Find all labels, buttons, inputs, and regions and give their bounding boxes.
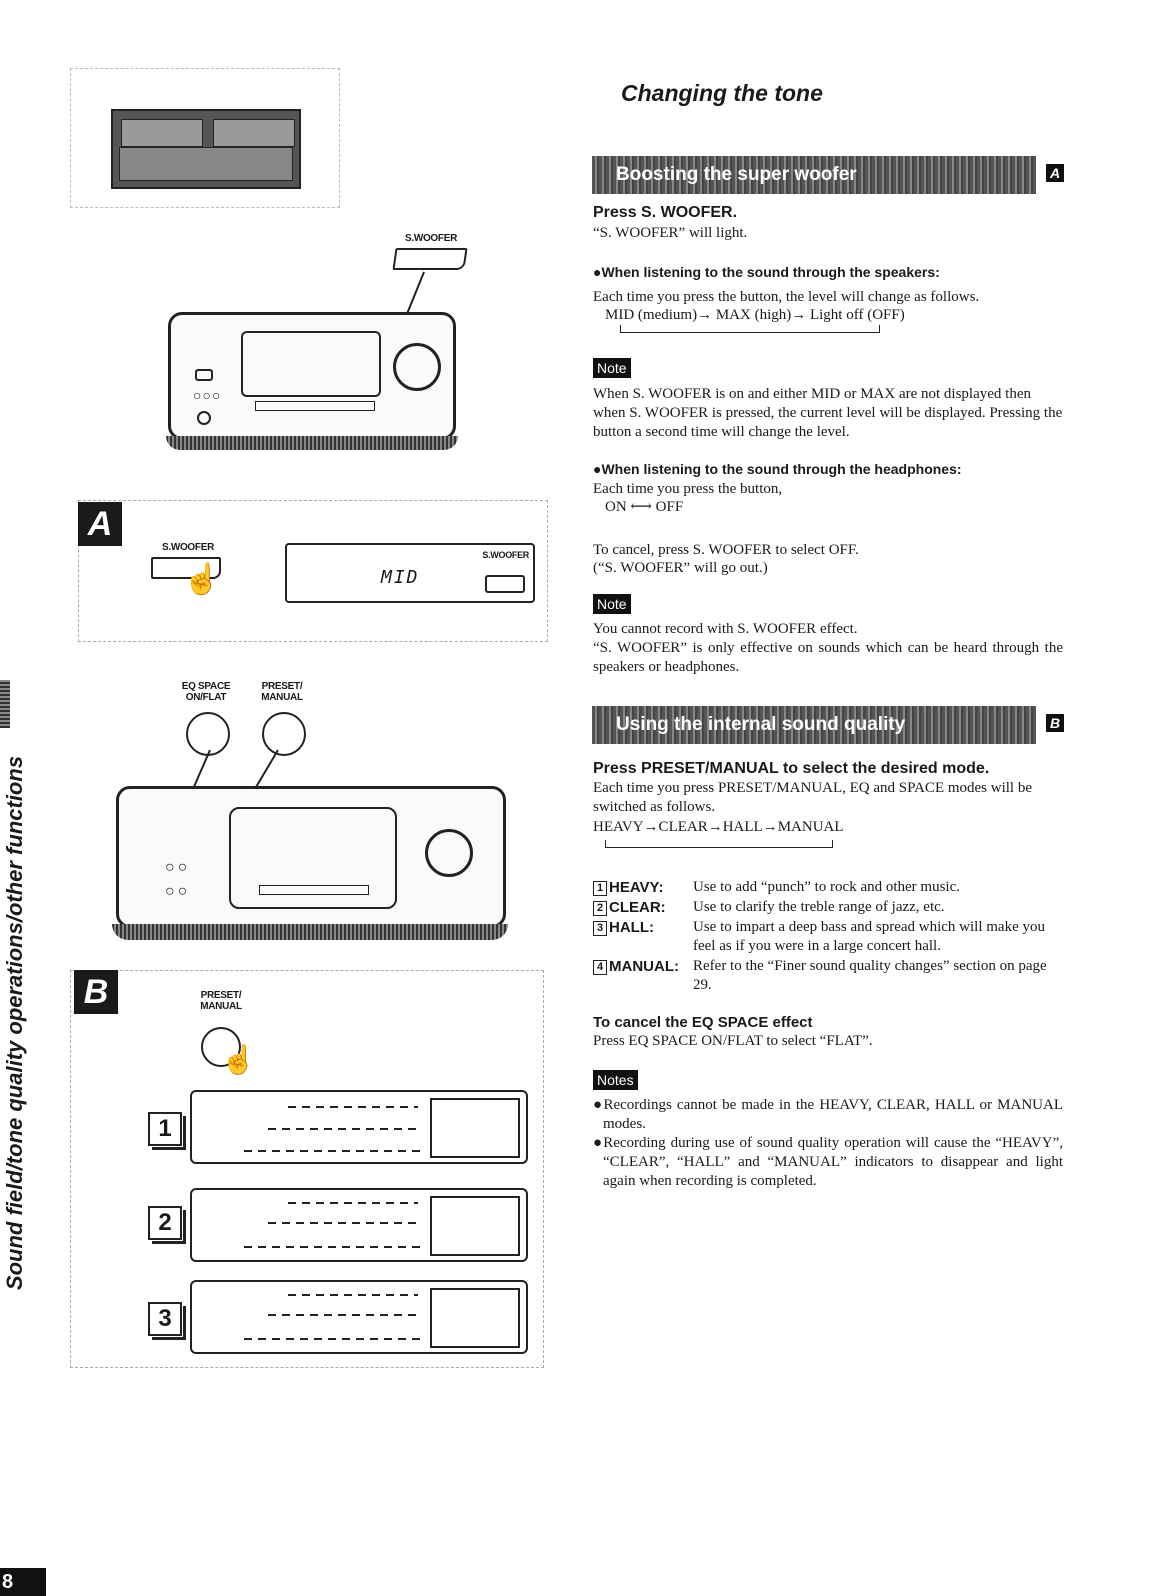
page-title: Changing the tone (621, 80, 823, 106)
callout-a-button-label: S.WOOFER (161, 542, 215, 553)
unit-a-base (166, 436, 458, 450)
page-number: 8 (0, 1568, 46, 1596)
badge-a: A (78, 502, 122, 546)
note-tag-1: Note (593, 358, 631, 378)
headphones-heading: ●When listening to the sound through the… (593, 461, 962, 477)
jog-dial-icon (425, 829, 473, 877)
volume-knob-icon (393, 343, 441, 391)
small-buttons-icon: ○○○ (193, 389, 222, 404)
note-2-line-2: “S. WOOFER” is only effective on sounds … (593, 640, 1063, 675)
unit-b-button-icons: ○○ (165, 859, 191, 876)
note-2-line-1: You cannot record with S. WOOFER effect. (593, 621, 858, 637)
sequence-return-arrow (620, 325, 880, 333)
preset-manual-button-icon (262, 712, 306, 756)
cancel-swoofer-sub: (“S. WOOFER” will go out.) (593, 560, 768, 576)
unit-a-buttons-row (255, 401, 375, 411)
main-unit-b: ○○ ○○ (116, 786, 506, 928)
display-hall (190, 1280, 528, 1354)
callout-b-button-label: PRESET/ MANUAL (200, 990, 242, 1012)
banner-letter-b: B (1046, 714, 1064, 732)
display-heavy (190, 1090, 528, 1164)
note-1-text: When S. WOOFER is on and either MID or M… (593, 386, 1063, 440)
speakers-heading: ●When listening to the sound through the… (593, 264, 940, 280)
cancel-swoofer-text: To cancel, press S. WOOFER to select OFF… (593, 542, 859, 558)
notes-tag: Notes (593, 1070, 638, 1090)
cancel-eq-heading: To cancel the EQ SPACE effect (593, 1014, 813, 1031)
callout-a-button (151, 557, 221, 579)
press-swoofer-heading: Press S. WOOFER. (593, 204, 738, 221)
unit-b-display (229, 807, 397, 909)
swoofer-label: S.WOOFER (404, 233, 458, 244)
headphones-text: Each time you press the button, (593, 481, 783, 497)
callout-b-button (201, 1027, 241, 1067)
unit-b-button-icons-2: ○○ (165, 883, 191, 900)
unit-b-base (112, 924, 508, 940)
swoofer-button-illustration (392, 248, 468, 270)
speakers-sequence: MID (medium)→ MAX (high)→ Light off (OFF… (605, 307, 905, 323)
callout-a-display: MID S.WOOFER (285, 543, 535, 603)
unit-a-display (241, 331, 381, 397)
cancel-eq-text: Press EQ SPACE ON/FLAT to select “FLAT”. (593, 1033, 873, 1049)
callout-a: S.WOOFER ☝ MID S.WOOFER (78, 500, 548, 642)
stereo-system-lower (119, 147, 293, 181)
note-bullet-2: ●Recording during use of sound quality o… (593, 1135, 1063, 1189)
preset-manual-label: PRESET/ MANUAL (261, 681, 303, 703)
pointing-hand-icon-b: ☝ (221, 1045, 256, 1076)
system-thumbnail (70, 68, 340, 208)
note-bullet-1: ●Recordings cannot be made in the HEAVY,… (593, 1097, 1063, 1132)
pointing-hand-icon: ☝ (183, 563, 221, 596)
side-tab-marker (0, 680, 10, 728)
display-woofer-icon (485, 575, 525, 593)
phones-jack-icon (197, 411, 211, 425)
speakers-text: Each time you press the button, the leve… (593, 289, 980, 305)
eq-space-label: EQ SPACE ON/FLAT (181, 681, 231, 703)
display-swoofer-indicator: S.WOOFER (482, 550, 529, 560)
power-button-icon (195, 369, 213, 381)
step-3-marker: 3 (148, 1302, 186, 1340)
banner-internal-sound: Using the internal sound quality (592, 706, 1036, 744)
main-unit-a: ○○○ (168, 312, 456, 440)
display-clear (190, 1188, 528, 1262)
mode-sequence: HEAVY→CLEAR→HALL→MANUAL (593, 819, 844, 835)
mode-return-arrow (605, 840, 833, 848)
press-swoofer-sub: “S. WOOFER” will light. (593, 225, 748, 241)
note-tag-2: Note (593, 594, 631, 614)
headphones-sequence: ON ⟷ OFF (605, 499, 684, 515)
side-section-title: Sound field/tone quality operations/othe… (2, 755, 27, 1291)
banner-boosting-woofer: Boosting the super woofer (592, 156, 1036, 194)
badge-b: B (74, 970, 118, 1014)
eq-space-button-icon (186, 712, 230, 756)
unit-b-buttons-row (259, 885, 369, 895)
press-preset-heading: Press PRESET/MANUAL to select the desire… (593, 760, 990, 777)
banner-letter-a: A (1046, 164, 1064, 182)
press-preset-text: Each time you press PRESET/MANUAL, EQ an… (593, 780, 1033, 815)
display-mid-text: MID (381, 567, 420, 588)
step-1-marker: 1 (148, 1112, 186, 1150)
step-2-marker: 2 (148, 1206, 186, 1244)
